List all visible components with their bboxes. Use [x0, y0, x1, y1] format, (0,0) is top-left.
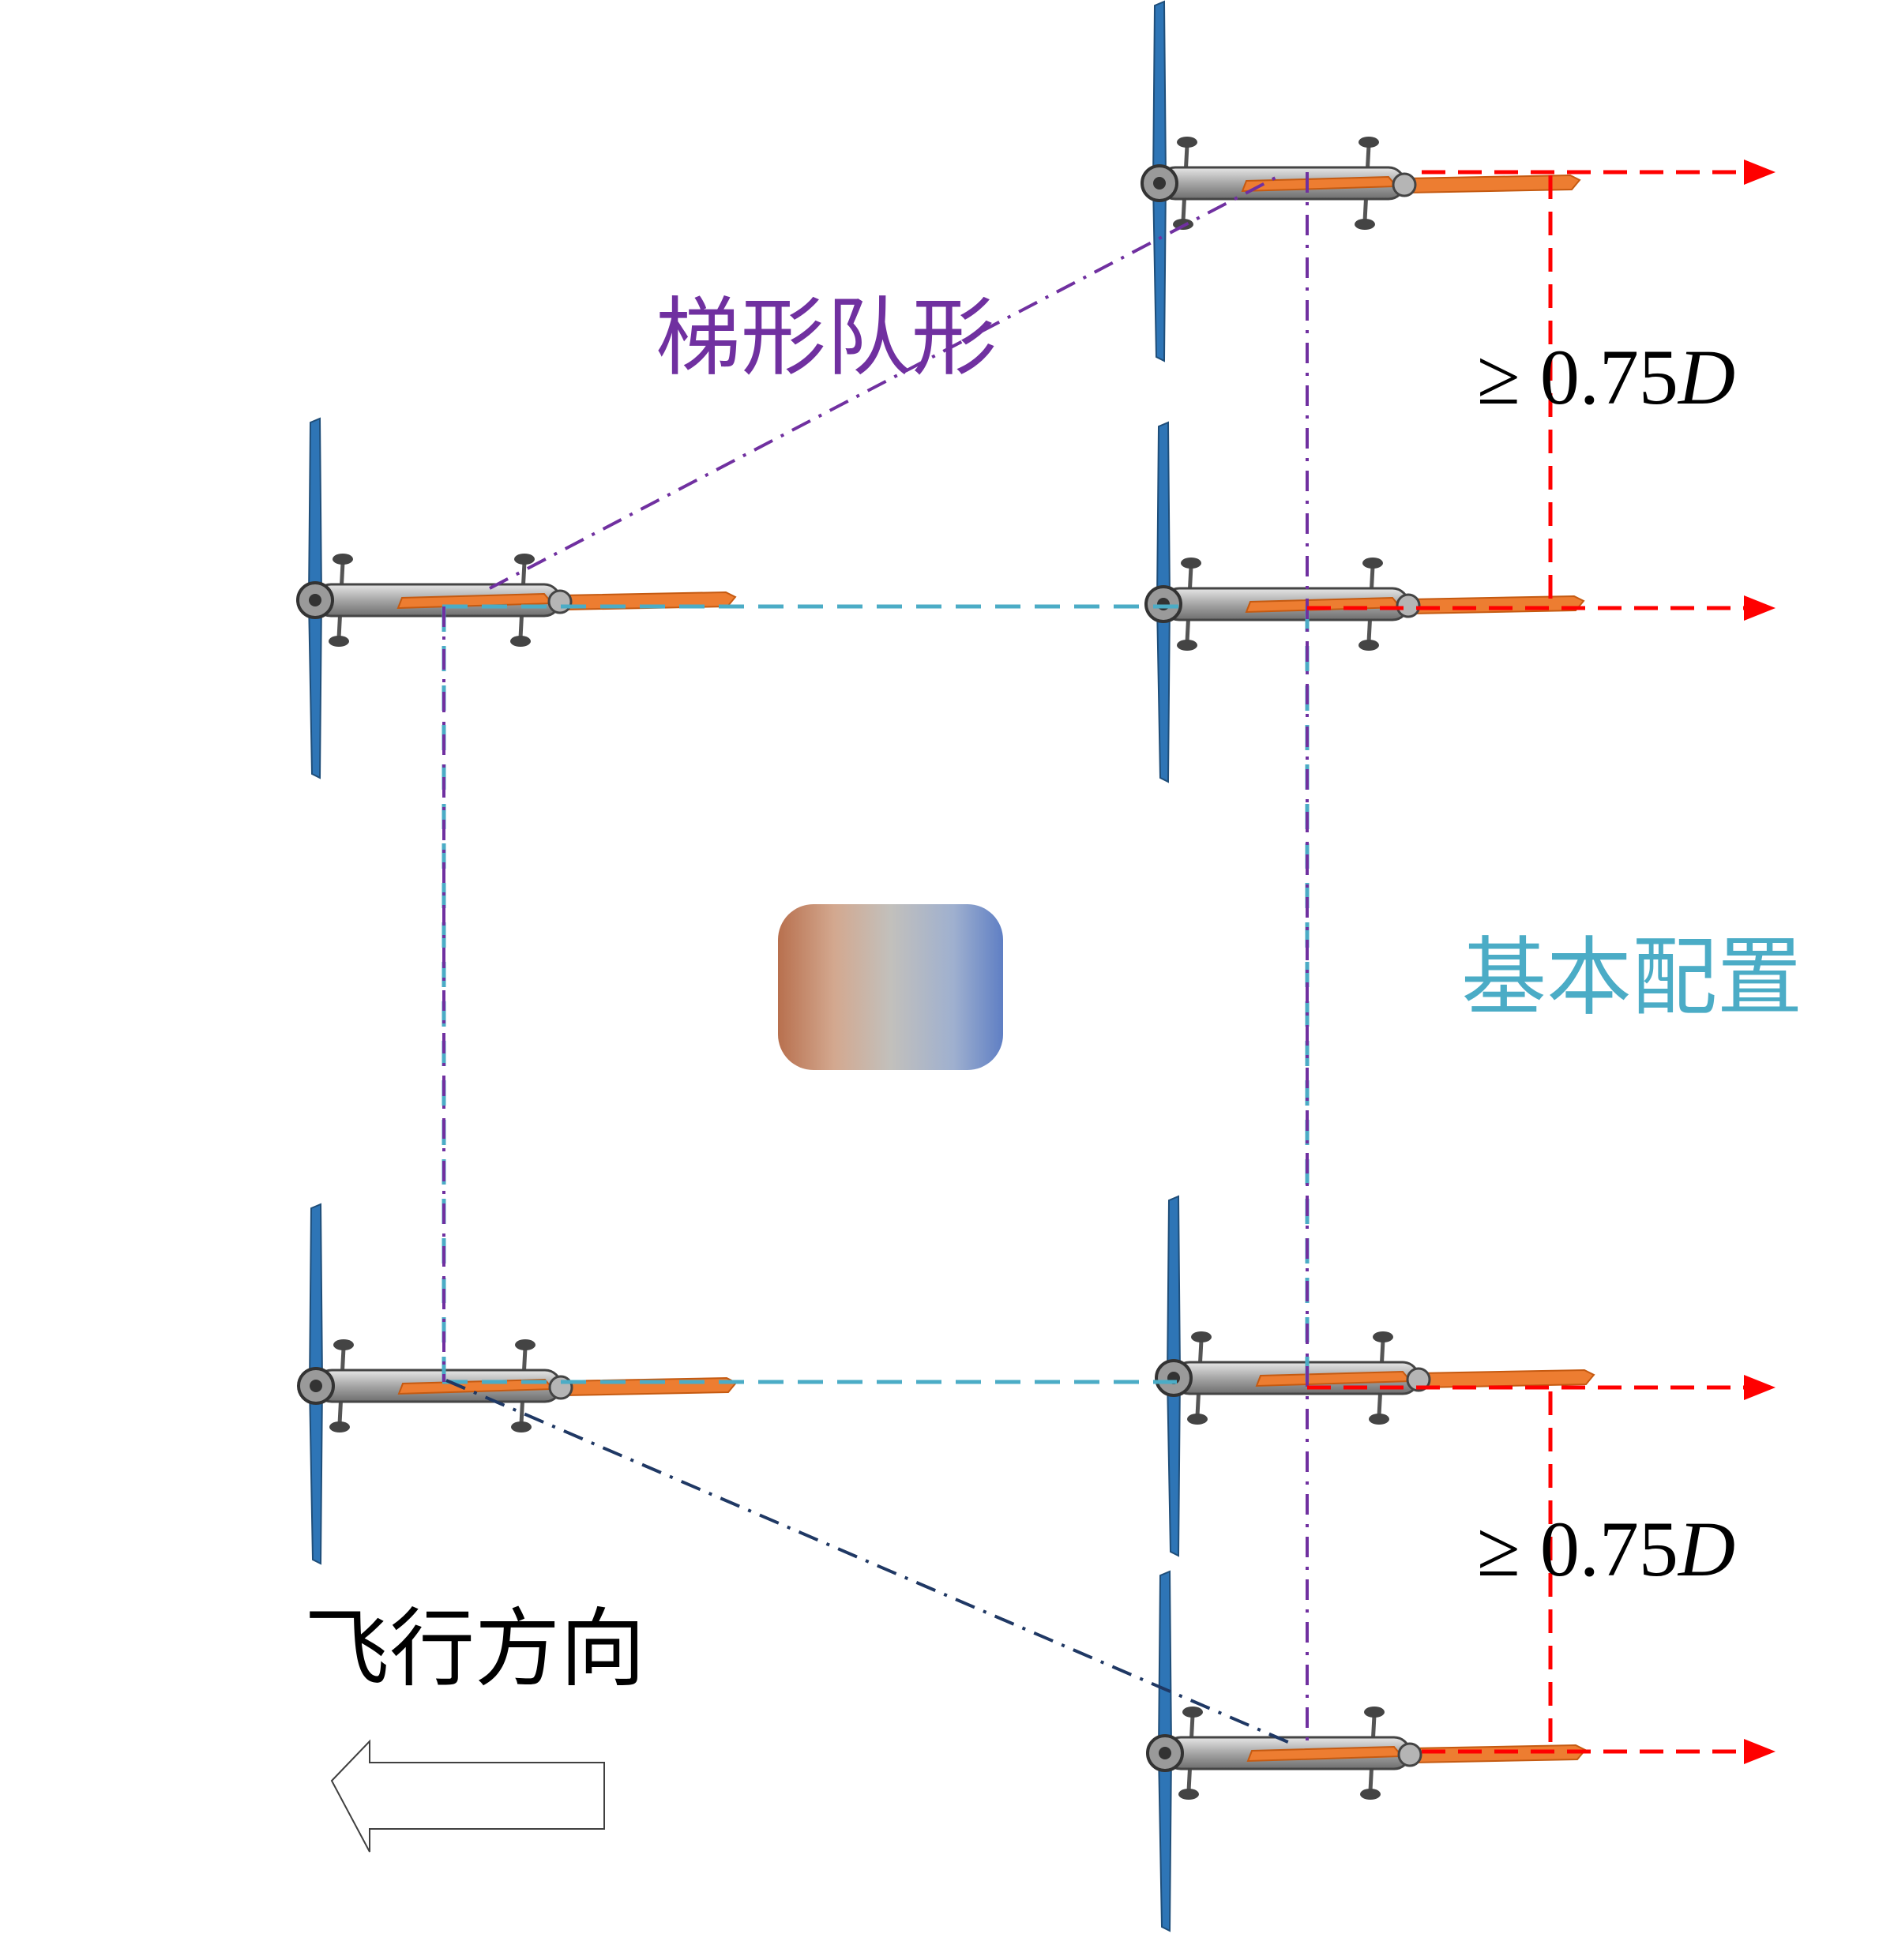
separation-label-bottom: ≥ 0.75D — [1477, 1510, 1735, 1589]
obstacle-block-icon — [778, 904, 1003, 1070]
lower-echelon-line — [445, 1379, 1296, 1747]
helicopter-icon — [298, 419, 735, 778]
helicopter-icon — [1148, 1571, 1585, 1931]
spacing-arrowheads — [1744, 160, 1776, 1764]
separation-variable: D — [1678, 333, 1736, 421]
helicopter-icon — [1146, 422, 1584, 782]
spacing-lines — [1307, 170, 1746, 1754]
helicopter-icon — [1142, 2, 1580, 361]
separation-label-top: ≥ 0.75D — [1477, 338, 1735, 417]
basic-config-label: 基本配置 — [1461, 929, 1803, 1027]
echelon-label: 梯形队形 — [656, 289, 998, 388]
helicopter-icon — [1156, 1196, 1594, 1556]
flight-direction-label: 飞行方向 — [304, 1600, 646, 1699]
echelon-lines — [442, 172, 1309, 1749]
separation-prefix: ≥ 0.75 — [1477, 333, 1678, 421]
separation-variable: D — [1678, 1505, 1736, 1593]
helicopter-icon — [299, 1204, 736, 1564]
separation-prefix: ≥ 0.75 — [1477, 1505, 1678, 1593]
flight-direction-arrow-icon — [330, 1739, 605, 1853]
